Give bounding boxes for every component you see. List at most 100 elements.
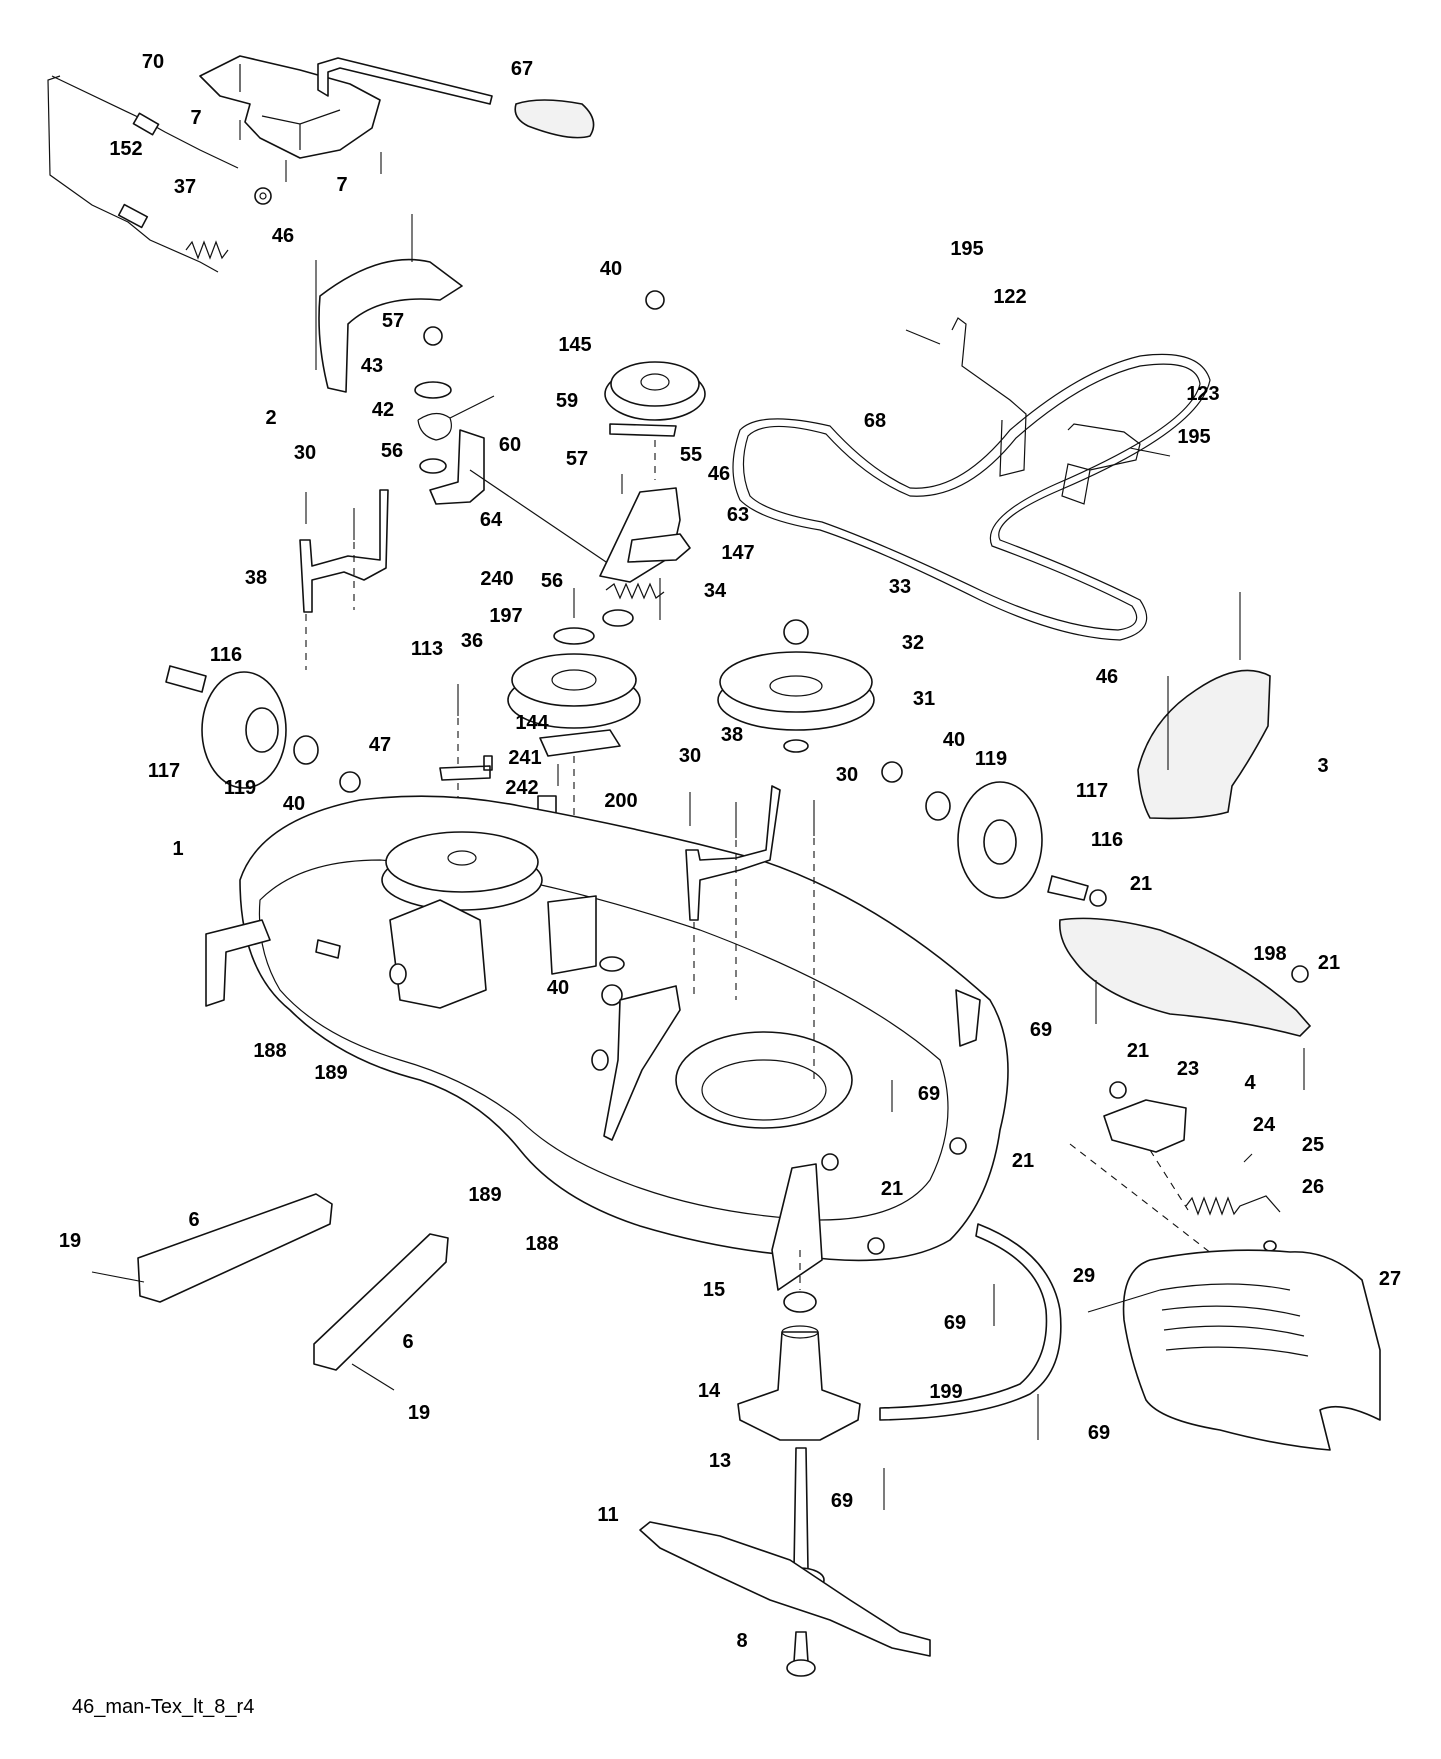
part-47-bracket — [439, 755, 493, 781]
callout-144: 144 — [515, 712, 549, 734]
callout-37: 37 — [174, 176, 196, 198]
callout-63: 63 — [727, 504, 749, 526]
part-6-stabilizer-left — [137, 1193, 333, 1303]
part-21-nut-c — [1109, 1081, 1127, 1099]
callout-33: 33 — [889, 576, 911, 598]
part-152-cable-ferrule — [117, 203, 149, 229]
callout-197: 197 — [489, 605, 522, 627]
part-15-bearing — [783, 1291, 817, 1313]
callout-69: 69 — [918, 1083, 940, 1105]
part-195-screw-b — [1129, 447, 1171, 457]
part-26-washer — [1263, 1240, 1277, 1252]
part-57-bolt — [423, 326, 443, 346]
part-1-deck-pulley — [385, 831, 539, 893]
part-152-spring — [185, 240, 229, 260]
callout-40: 40 — [283, 793, 305, 815]
part-144-idler-arm — [539, 729, 621, 757]
callout-241: 241 — [508, 747, 541, 769]
callout-70: 70 — [142, 51, 164, 73]
part-199-mounting-strap — [879, 1223, 1062, 1421]
assembly-lines-23 — [1069, 1143, 1221, 1261]
part-36-pulley-hub — [551, 669, 597, 691]
callout-14: 14 — [698, 1380, 721, 1402]
part-64-arm-linkage — [469, 469, 613, 567]
part-14-housing-top — [781, 1325, 819, 1339]
callout-119: 119 — [224, 777, 256, 799]
part-56-washer-mid — [602, 609, 634, 627]
part-1-deck-hanger-left — [205, 919, 271, 1007]
callout-21: 21 — [1130, 873, 1152, 895]
part-37-washer — [254, 187, 272, 205]
callout-64: 64 — [480, 509, 503, 531]
callout-8: 8 — [736, 1630, 747, 1652]
parts-drawing — [47, 55, 1381, 1677]
callout-147: 147 — [721, 542, 754, 564]
part-122-belt-keeper — [951, 317, 1027, 477]
callout-2: 2 — [265, 407, 276, 429]
part-67-knob — [514, 99, 595, 139]
part-117-wheel-left-hub — [245, 707, 279, 753]
part-189-bushing-right — [591, 1049, 609, 1071]
callout-117: 117 — [148, 760, 180, 782]
part-6-stabilizer-right — [313, 1233, 449, 1371]
callout-6: 6 — [402, 1331, 413, 1353]
part-29-rod — [1087, 1289, 1161, 1313]
callout-21: 21 — [1012, 1150, 1034, 1172]
callout-189: 189 — [314, 1062, 347, 1084]
part-21-nut-b — [1291, 965, 1309, 983]
callout-30: 30 — [836, 764, 858, 786]
part-60-idler-arm — [429, 429, 485, 505]
callout-116: 116 — [210, 644, 242, 666]
callout-30: 30 — [679, 745, 701, 767]
part-24-pin — [1243, 1153, 1253, 1163]
part-197-washer — [553, 627, 595, 645]
part-1-deck-mount-bracket — [389, 899, 487, 1009]
callout-30: 30 — [294, 442, 316, 464]
callout-68: 68 — [864, 410, 886, 432]
part-8-blade-bolt-head — [786, 1659, 816, 1677]
callout-200: 200 — [604, 790, 637, 812]
part-19-bolt-left — [91, 1271, 145, 1283]
part-117-wheel-right-hub — [983, 819, 1017, 865]
part-32-pulley-hub — [769, 675, 823, 697]
callout-56: 56 — [381, 440, 403, 462]
callout-69: 69 — [831, 1490, 853, 1512]
part-195-screw-a — [905, 329, 941, 345]
part-116-axle-bolt-left — [165, 665, 207, 693]
part-70-bracket — [199, 55, 381, 159]
part-68-drive-belt-inner — [742, 363, 1201, 631]
part-25-spring — [1185, 1195, 1281, 1216]
part-2-belt-guard — [318, 258, 463, 393]
part-145-pulley-hub — [640, 373, 670, 391]
part-11-blade — [639, 1521, 931, 1657]
part-1-spindle-opening — [675, 1031, 853, 1129]
callout-122: 122 — [993, 286, 1026, 308]
callout-188: 188 — [525, 1233, 558, 1255]
part-1-spindle-opening-inner — [701, 1059, 827, 1121]
part-68-drive-belt — [732, 353, 1211, 641]
callout-189: 189 — [468, 1184, 501, 1206]
callout-15: 15 — [703, 1279, 725, 1301]
callout-116: 116 — [1091, 829, 1123, 851]
part-152-cable-upper — [51, 75, 239, 169]
callout-26: 26 — [1302, 1176, 1324, 1198]
callout-152: 152 — [109, 138, 142, 160]
callout-242: 242 — [505, 777, 538, 799]
callout-32: 32 — [902, 632, 924, 654]
callout-40: 40 — [600, 258, 622, 280]
part-63-plate — [627, 533, 691, 563]
part-119-washer-right — [925, 791, 951, 821]
part-42-torsion-spring — [417, 395, 495, 441]
callout-188: 188 — [253, 1040, 286, 1062]
callout-113: 113 — [411, 638, 443, 660]
part-27-chute-ribs — [1159, 1283, 1309, 1357]
callout-55: 55 — [680, 444, 702, 466]
callout-46: 46 — [1096, 666, 1118, 688]
callout-7: 7 — [190, 107, 201, 129]
part-23-bracket — [1103, 1099, 1187, 1153]
part-36-pulley-top — [511, 653, 637, 707]
callout-57: 57 — [382, 310, 404, 332]
part-32-pulley-top — [719, 651, 873, 713]
callout-69: 69 — [1088, 1422, 1110, 1444]
